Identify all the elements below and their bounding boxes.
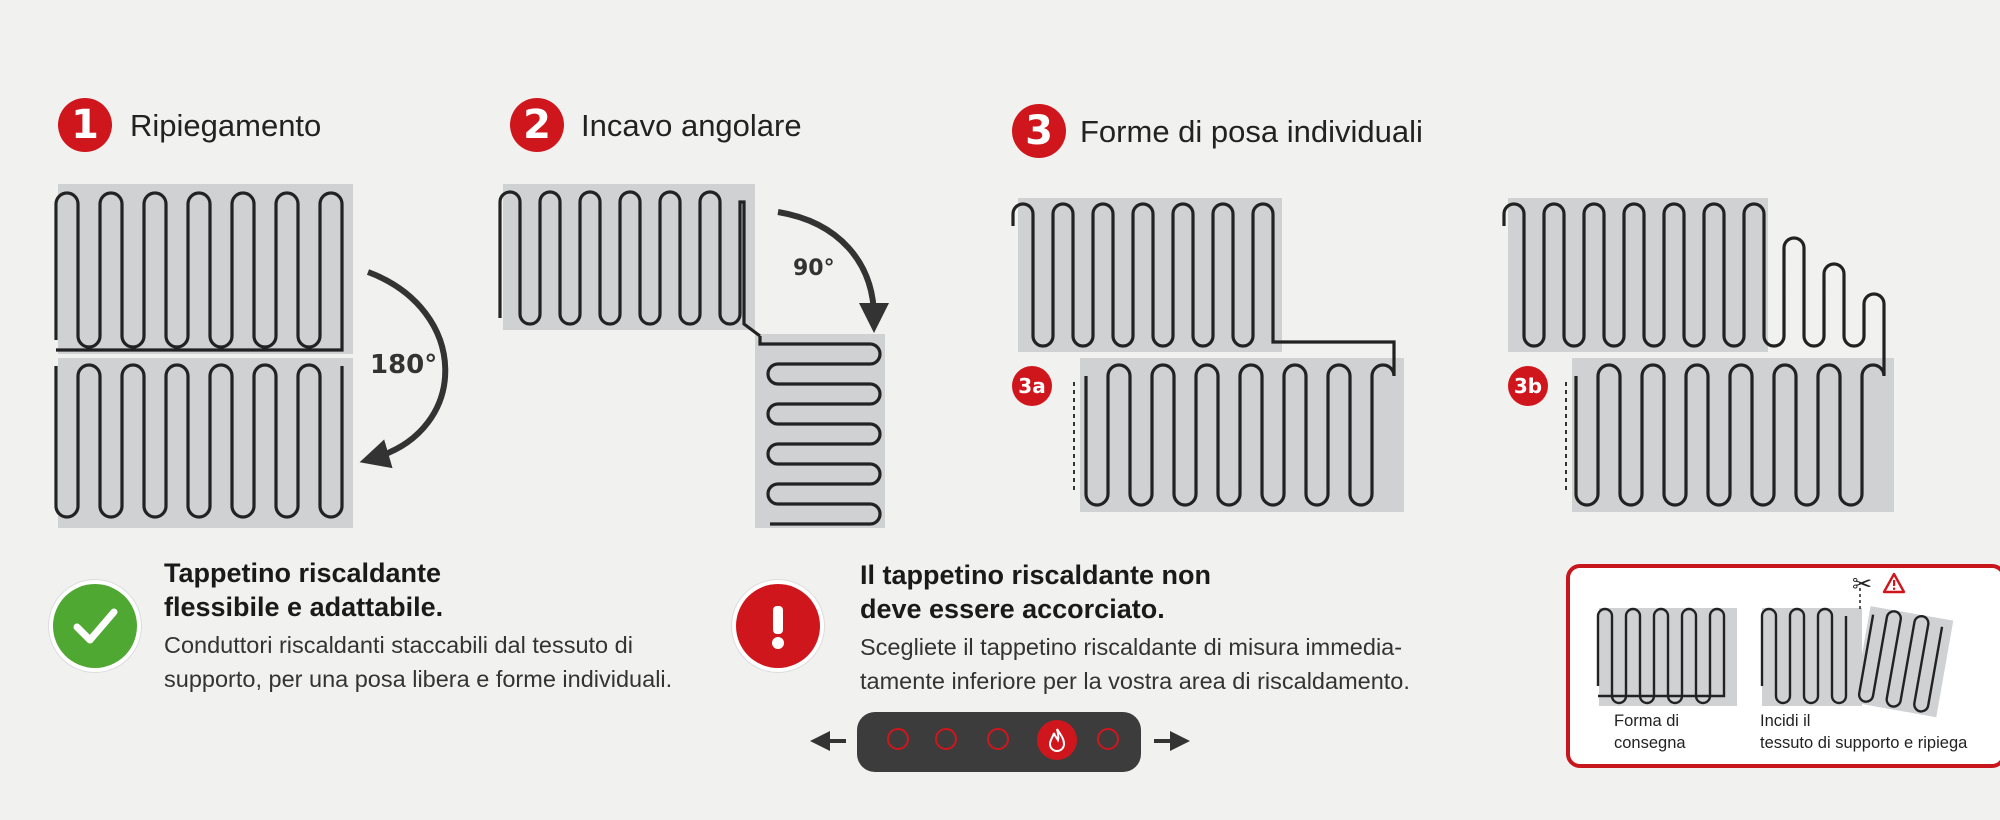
step-1-badge: 1 [58,98,112,152]
mat-1-bottom [58,358,353,528]
step-3b-badge: 3b [1508,366,1548,406]
check-icon [49,580,141,672]
delivery-form-label: Forma di consegna [1614,712,1686,752]
cut-and-fold-label: Incidi il tessuto di supporto e ripiega [1760,712,1968,752]
dial-dot-3 [987,728,1009,750]
step-3a-badge: 3a [1012,366,1052,406]
scissors-icon: ✂ [1852,570,1873,598]
benefit-title: Tappetino riscaldante flessibile e adatt… [164,558,444,622]
mat-2-wire-vertical [758,336,882,526]
mat-3a-top [1018,198,1282,352]
mat-3a-wire-bottom [1084,360,1396,507]
step-2-badge: 2 [510,98,564,152]
step-1-title: Ripiegamento [130,108,322,143]
mat-1-wire-bottom [54,363,344,519]
flame-icon [1037,720,1077,760]
dial-dot-1 [887,728,909,750]
step-3-badge: 3 [1012,104,1066,158]
mat-3b-top [1508,198,1768,352]
step-3-title: Forme di posa individuali [1080,114,1423,149]
mat-1-wire-top [54,191,344,352]
thermostat-dial [857,712,1141,772]
mat-2-vertical [755,334,885,528]
corner-arrow [777,209,889,333]
angle-90-label: 90° [793,256,835,281]
mat-3a-wire-top [1011,202,1396,360]
fold-arrow [359,269,449,469]
warning-title: Il tappetino riscaldante non deve essere… [860,560,1212,624]
mat-2-horizontal [503,184,755,330]
mat-3b-wire-top [1502,202,1886,360]
angle-180-label: 180° [370,350,438,380]
step-2-title: Incavo angolare [581,108,802,143]
cutting-illustration [1596,588,1954,718]
mat-3b-wire-bottom [1574,360,1886,507]
exclamation-icon [732,580,824,672]
dial-dot-5 [1097,728,1119,750]
benefit-text: Conduttori riscaldanti staccabili dal te… [164,632,673,692]
cutting-warning-box: ✂ Forma di consegna Incidi il tessuto di… [1566,564,2000,768]
mat-2-wire-horizontal [498,190,761,338]
warning-triangle-icon [1882,572,1906,599]
dial-dot-2 [935,728,957,750]
warning-text: Scegliete il tappetino riscaldante di mi… [860,634,1410,694]
mat-1-top [58,184,353,354]
